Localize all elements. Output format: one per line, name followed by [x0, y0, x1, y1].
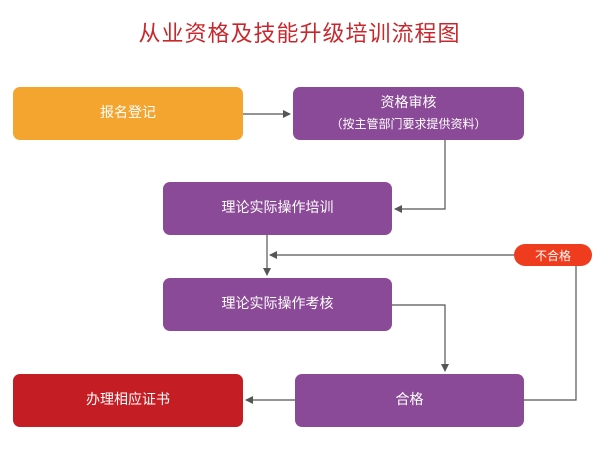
step-pass: 合格: [295, 374, 524, 427]
diagram-title: 从业资格及技能升级培训流程图: [138, 22, 461, 47]
arrow-exam-to-pass: [392, 304, 449, 372]
fail-badge: 不合格: [514, 244, 592, 266]
step-review-label: 资格审核: [380, 95, 437, 112]
fail-loop-line: [524, 266, 577, 401]
fail-badge-label: 不合格: [534, 248, 571, 263]
step-training-label: 理论实际操作培训: [221, 199, 334, 216]
step-certificate: 办理相应证书: [13, 374, 243, 427]
step-certificate-label: 办理相应证书: [86, 391, 170, 408]
arrow-review-to-training: [394, 140, 446, 213]
step-exam: 理论实际操作考核: [163, 278, 392, 331]
step-review: 资格审核 （按主管部门要求提供资料）: [293, 87, 524, 140]
step-training: 理论实际操作培训: [163, 182, 392, 235]
step-exam-label: 理论实际操作考核: [221, 295, 334, 312]
step-pass-label: 合格: [395, 391, 424, 408]
step-register-label: 报名登记: [100, 104, 156, 121]
step-review-note: （按主管部门要求提供资料）: [330, 117, 487, 132]
step-register: 报名登记: [13, 87, 243, 140]
